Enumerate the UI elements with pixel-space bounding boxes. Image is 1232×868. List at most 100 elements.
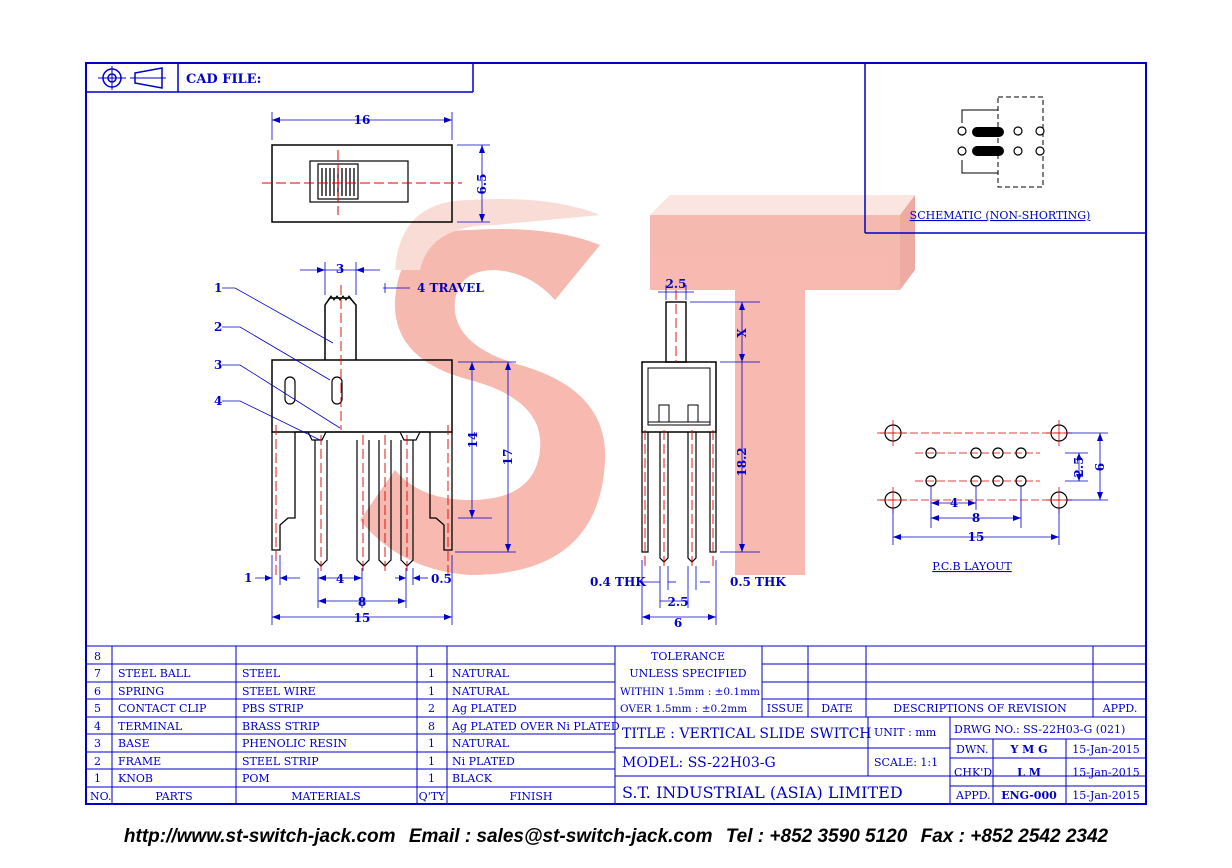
svg-text:L M: L M [1017,766,1041,779]
dim-side-width: 6 [674,616,682,630]
svg-text:DWN.: DWN. [956,743,989,756]
rev-desc-header: DESCRIPTIONS OF REVISION [893,702,1067,715]
callout-2: 2 [214,320,222,334]
schematic-panel: SCHEMATIC (NON-SHORTING) [864,63,1146,234]
projection-symbol-icon [98,66,166,90]
svg-text:ENG-000: ENG-000 [1001,789,1057,802]
fax-text: Fax : +852 2542 2342 [920,826,1109,847]
svg-text:15-Jan-2015: 15-Jan-2015 [1072,789,1139,802]
svg-text:STEEL STRIP: STEEL STRIP [242,755,319,768]
dim-thk-04: 0.4 THK [590,575,646,589]
svg-text:TOLERANCE: TOLERANCE [651,650,725,663]
pcb-dim-4: 4 [950,496,958,510]
svg-text:7: 7 [94,667,101,680]
dim-span-15: 15 [354,611,371,625]
dim-height-17: 17 [501,449,515,466]
svg-text:2: 2 [94,755,101,768]
header-finish: FINISH [509,790,552,803]
svg-text:PBS STRIP: PBS STRIP [242,702,304,715]
svg-text:Ag PLATED OVER Ni PLATED: Ag PLATED OVER Ni PLATED [451,720,620,733]
svg-text:1: 1 [428,755,435,768]
schematic-label: SCHEMATIC (NON-SHORTING) [910,209,1091,222]
svg-text:PHENOLIC RESIN: PHENOLIC RESIN [242,737,347,750]
pcb-dim-6: 6 [1093,463,1107,471]
side-view: 2.5 X 18.2 0.4 THK 0.5 THK 2.5 6 [590,277,786,630]
drawing-number: DRWG NO.: SS-22H03-G (021) [954,723,1125,736]
svg-text:1: 1 [94,772,101,785]
svg-text:8: 8 [428,720,435,733]
svg-text:WITHIN 1.5mm : ±0.1mm: WITHIN 1.5mm : ±0.1mm [620,686,760,698]
drawing-title: TITLE : VERTICAL SLIDE SWITCH [622,726,871,742]
header-parts: PARTS [155,790,192,803]
svg-text:6: 6 [94,685,101,698]
pcb-layout: 4 8 15 2.5 6 P.C.B LAYOUT [877,420,1108,573]
parts-table [86,645,1146,804]
svg-text:APPD.: APPD. [955,789,991,802]
svg-text:FRAME: FRAME [118,755,161,768]
svg-text:1: 1 [428,737,435,750]
svg-text:2: 2 [428,702,435,715]
dim-left-offset: 1 [244,571,252,585]
callout-4: 4 [214,394,222,408]
dim-height-14: 14 [466,432,480,449]
cad-header: CAD FILE: [86,63,474,93]
unit-label: UNIT : mm [874,726,937,739]
svg-text:BASE: BASE [118,737,150,750]
title-block: TITLE : VERTICAL SLIDE SWITCH UNIT : mm … [622,723,1140,802]
dim-knob-width: 3 [336,262,344,276]
rev-issue-header: ISSUE [767,702,804,715]
model-label: MODEL: SS-22H03-G [622,755,776,771]
dim-side-top: 2.5 [666,277,687,291]
svg-text:STEEL WIRE: STEEL WIRE [242,685,316,698]
pcb-dim-15: 15 [968,530,985,544]
phone-text: Tel : +852 3590 5120 [725,826,908,847]
st-watermark-logo [360,195,915,575]
company-name: S.T. INDUSTRIAL (ASIA) LIMITED [622,783,903,802]
dim-side-x: X [735,328,749,338]
svg-text:KNOB: KNOB [118,772,153,785]
svg-text:15-Jan-2015: 15-Jan-2015 [1072,766,1139,779]
pcb-dim-8: 8 [972,511,980,525]
svg-text:3: 3 [94,737,101,750]
svg-text:STEEL BALL: STEEL BALL [118,667,191,680]
dim-travel: 4 TRAVEL [417,281,484,295]
svg-text:15-Jan-2015: 15-Jan-2015 [1072,743,1139,756]
dim-side-height: 18.2 [735,447,749,476]
svg-text:NATURAL: NATURAL [452,685,510,698]
svg-text:STEEL: STEEL [242,667,281,680]
pcb-label: P.C.B LAYOUT [932,560,1012,573]
header-qty: Q'TY [419,790,446,803]
svg-text:SPRING: SPRING [118,685,164,698]
svg-text:BLACK: BLACK [452,772,493,785]
svg-text:1: 1 [428,772,435,785]
svg-text:POM: POM [242,772,270,785]
header-materials: MATERIALS [291,790,360,803]
svg-text:1: 1 [428,667,435,680]
dim-span-8: 8 [358,595,366,609]
contact-footer: http://www.st-switch-jack.com Email : sa… [0,826,1232,848]
pcb-dim-2-5: 2.5 [1072,457,1086,478]
callout-3: 3 [214,358,222,372]
dim-pitch-4: 4 [336,572,344,586]
svg-text:8: 8 [94,650,101,663]
cad-file-label: CAD FILE: [186,72,261,87]
website-link[interactable]: http://www.st-switch-jack.com [123,826,396,847]
svg-text:BRASS STRIP: BRASS STRIP [242,720,320,733]
email-text[interactable]: Email : sales@st-switch-jack.com [408,826,713,847]
svg-text:4: 4 [94,720,101,733]
sheet-border [85,62,1147,805]
rev-date-header: DATE [821,702,853,715]
dim-top-width: 16 [354,113,371,127]
dim-top-height: 6.5 [475,174,489,195]
dim-pin-width: 0.5 [431,572,452,586]
parts-rows: 8 7 STEEL BALL STEEL 1 NATURAL 6 SPRING … [90,650,620,803]
header-no: NO. [90,790,112,803]
svg-text:Ni PLATED: Ni PLATED [452,755,515,768]
tolerance-block: TOLERANCE UNLESS SPECIFIED WITHIN 1.5mm … [620,650,1137,715]
svg-text:CONTACT CLIP: CONTACT CLIP [118,702,207,715]
dim-side-pitch: 2.5 [668,595,689,609]
rev-appd-header: APPD. [1102,702,1138,715]
svg-text:OVER 1.5mm : ±0.2mm: OVER 1.5mm : ±0.2mm [620,703,747,715]
svg-text:1: 1 [428,685,435,698]
